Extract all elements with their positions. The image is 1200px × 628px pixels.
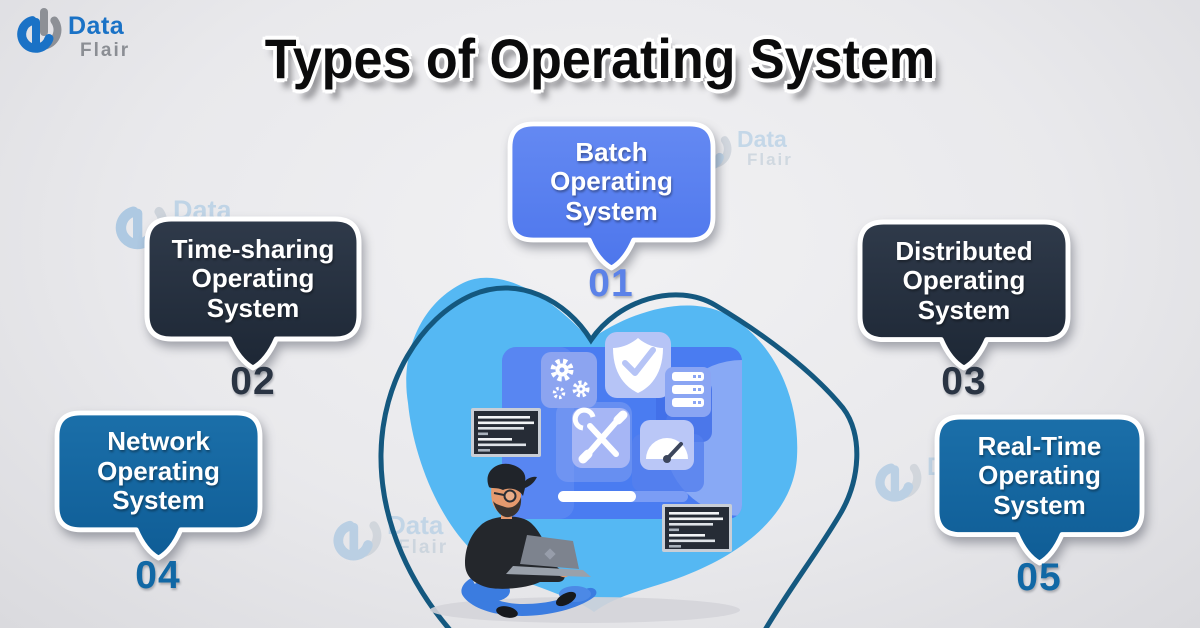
bubble-line: Distributed bbox=[895, 235, 1033, 266]
bubble-line: Time-sharing bbox=[171, 233, 335, 264]
watermark-word-flair: Flair bbox=[398, 537, 449, 558]
speech-bubble-shape bbox=[54, 410, 263, 561]
outline-curve bbox=[378, 285, 860, 628]
step-number-03: 03 bbox=[941, 360, 987, 403]
speech-bubble-shape bbox=[144, 216, 362, 371]
bubble-line: Operating bbox=[978, 460, 1101, 491]
bubble-line: System bbox=[993, 489, 1086, 520]
person bbox=[461, 463, 597, 618]
step-number-01: 01 bbox=[588, 262, 634, 305]
shield-check-icon bbox=[613, 338, 663, 393]
server-icon bbox=[672, 372, 704, 407]
bubble-time-sharing-os: Time-sharing Operating System bbox=[144, 216, 362, 371]
logo-word-flair: Flair bbox=[80, 40, 131, 61]
dataflair-logo: Data Flair bbox=[14, 8, 130, 61]
step-number-02: 02 bbox=[230, 360, 276, 403]
bubble-line: Operating bbox=[902, 265, 1026, 296]
bubble-label: Network Operating System bbox=[57, 413, 260, 530]
laptop-icon bbox=[506, 535, 591, 577]
page-title: Types of Operating System bbox=[264, 27, 936, 90]
tools-icon bbox=[572, 407, 628, 464]
terminal-window-icon bbox=[471, 408, 541, 457]
bubble-distributed-os: Distributed Operating System bbox=[857, 219, 1071, 371]
bubble-line: Network bbox=[107, 426, 210, 457]
bubble-line: Batch bbox=[575, 136, 648, 167]
bubble-line: System bbox=[565, 195, 658, 226]
bubble-network-os: Network Operating System bbox=[54, 410, 263, 561]
bubble-line: Operating bbox=[191, 263, 315, 294]
step-number-05: 05 bbox=[1016, 556, 1062, 599]
watermark-logo-icon bbox=[875, 463, 922, 502]
terminal-window-icon bbox=[662, 504, 732, 552]
bubble-line: System bbox=[112, 485, 205, 516]
os-illustration bbox=[378, 277, 860, 628]
bubble-line: System bbox=[917, 294, 1011, 325]
bubble-batch-os: Batch Operating System bbox=[507, 121, 716, 271]
dataflair-logo-icon bbox=[14, 8, 62, 61]
bubble-label: Batch Operating System bbox=[510, 124, 713, 240]
gears-icon bbox=[550, 358, 590, 400]
step-number-04: 04 bbox=[135, 554, 181, 597]
gauge-icon bbox=[646, 438, 688, 463]
bubble-line: Operating bbox=[97, 455, 220, 486]
logo-word-data: Data bbox=[68, 12, 125, 40]
dataflair-logo-text: Data Flair bbox=[68, 12, 131, 61]
bubble-real-time-os: Real-Time Operating System bbox=[934, 414, 1145, 566]
bubble-line: Real-Time bbox=[977, 430, 1102, 461]
watermark-bottom-center: Data Flair bbox=[330, 512, 448, 564]
bubble-label: Time-sharing Operating System bbox=[147, 219, 359, 339]
bubble-label: Distributed Operating System bbox=[860, 222, 1068, 340]
speech-bubble-shape bbox=[507, 121, 716, 271]
watermark-word-flair: Flair bbox=[747, 150, 793, 169]
watermark-logo-icon bbox=[333, 520, 382, 561]
watermark-word-data: Data bbox=[737, 126, 787, 152]
speech-bubble-shape bbox=[857, 219, 1071, 371]
bubble-label: Real-Time Operating System bbox=[937, 417, 1142, 535]
gears-tile bbox=[541, 352, 597, 408]
bubble-line: Operating bbox=[550, 166, 673, 197]
speech-bubble-shape bbox=[934, 414, 1145, 566]
bubble-line: System bbox=[206, 292, 300, 323]
progress-bar bbox=[558, 491, 688, 502]
